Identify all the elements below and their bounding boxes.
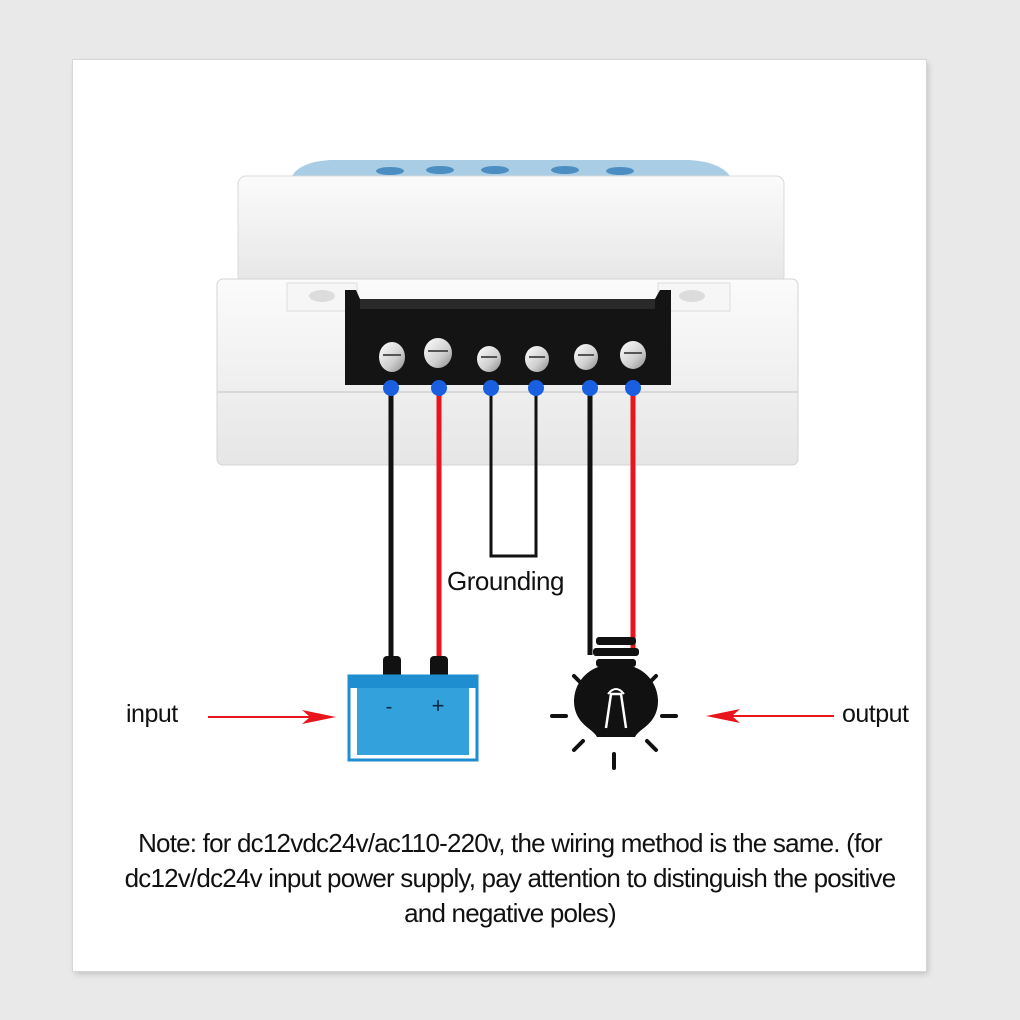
battery-minus-label: - bbox=[386, 696, 393, 718]
terminal-dots bbox=[383, 380, 641, 396]
grounding-jumper-wire bbox=[489, 388, 538, 558]
battery-icon bbox=[347, 656, 479, 762]
terminal-dot bbox=[431, 380, 447, 396]
controller-device bbox=[216, 160, 799, 466]
battery-plus-label: + bbox=[432, 693, 445, 718]
terminal-screw bbox=[574, 344, 598, 370]
terminal-screw bbox=[424, 338, 452, 368]
terminal-dot bbox=[383, 380, 399, 396]
output-label: output bbox=[842, 700, 909, 728]
terminal-screw bbox=[379, 342, 405, 372]
input-label: input bbox=[126, 700, 178, 728]
terminal-screw bbox=[525, 346, 549, 372]
light-bulb-icon bbox=[550, 637, 678, 770]
wiring-note: Note: for dc12vdc24v/ac110-220v, the wir… bbox=[124, 828, 897, 928]
terminal-screws bbox=[379, 338, 646, 372]
output-arrow bbox=[706, 709, 834, 723]
terminal-screw bbox=[620, 341, 646, 369]
terminal-dot bbox=[528, 380, 544, 396]
grounding-label: Grounding bbox=[447, 566, 564, 596]
terminal-dot bbox=[582, 380, 598, 396]
terminal-dot bbox=[483, 380, 499, 396]
terminal-dot bbox=[625, 380, 641, 396]
terminal-screw bbox=[477, 346, 501, 372]
wires bbox=[388, 388, 636, 662]
input-arrow bbox=[208, 710, 336, 724]
